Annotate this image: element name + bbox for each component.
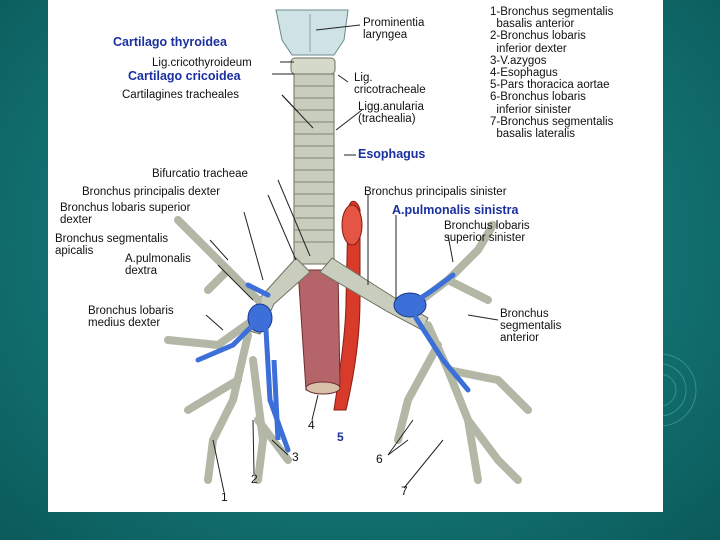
- label-bronchus-segmentalis-anterior: Bronchus segmentalis anterior: [500, 308, 562, 344]
- label-lig-cricothyroideum: Lig.cricothyroideum: [152, 57, 252, 69]
- label-esophagus: Esophagus: [358, 147, 426, 161]
- label-bronchus-lobaris-medius-dexter: Bronchus lobaris medius dexter: [88, 305, 174, 329]
- label-bronchus-lobaris-superior-sinister: Bronchus lobaris superior sinister: [444, 220, 530, 244]
- left-bronchial-branches: [394, 221, 532, 484]
- bronchial-tree-illustration: [164, 9, 532, 493]
- right-bronchial-branches: [164, 216, 292, 484]
- legend-item: 7-Bronchus segmentalis basalis lateralis: [490, 115, 614, 141]
- number-5: 5: [337, 430, 344, 444]
- label-lig-cricotracheale: Lig. cricotracheale: [354, 72, 426, 96]
- aorta: [333, 200, 361, 411]
- diagram-panel: Prominentia laryngea Cartilago thyroidea…: [48, 0, 663, 512]
- leader-lines: [205, 24, 499, 493]
- label-cartilago-cricoidea: Cartilago cricoidea: [128, 69, 241, 83]
- label-cartilago-thyroidea: Cartilago thyroidea: [113, 35, 227, 49]
- number-4: 4: [308, 418, 315, 432]
- tracheal-rings: [294, 85, 334, 243]
- number-3: 3: [292, 450, 299, 464]
- legend-item: 2-Bronchus lobaris inferior dexter: [490, 30, 586, 55]
- pulmonary-artery-branches: [195, 272, 471, 453]
- thyroid-cartilage: [275, 9, 349, 56]
- label-bronchus-segmentalis-apicalis: Bronchus segmentalis apicalis: [55, 233, 169, 257]
- label-a-pulmonalis-sinistra: A.pulmonalis sinistra: [392, 203, 519, 217]
- label-prominentia-laryngea: Prominentia laryngea: [363, 17, 425, 41]
- legend: 1-Bronchus segmentalis basalis anterior …: [490, 6, 613, 140]
- cricoid-cartilage: [290, 57, 336, 75]
- esophagus: [297, 269, 341, 391]
- number-7: 7: [401, 484, 408, 498]
- label-bronchus-lobaris-superior-dexter: Bronchus lobaris superior dexter: [60, 202, 191, 226]
- label-cartilagines-tracheales: Cartilagines tracheales: [122, 89, 239, 101]
- label-ligg-anularia: Ligg.anularia (trachealia): [358, 101, 424, 125]
- number-1: 1: [221, 490, 228, 504]
- legend-item: 1-Bronchus segmentalis basalis anterior: [490, 6, 614, 31]
- legend-item: 3-V.azygos: [490, 54, 547, 67]
- label-bifurcatio-tracheae: Bifurcatio tracheae: [152, 168, 248, 180]
- legend-item: 4-Esophagus: [490, 67, 558, 80]
- legend-item: 5-Pars thoracica aortae: [490, 79, 610, 92]
- label-a-pulmonalis-dextra: A.pulmonalis dextra: [125, 253, 191, 277]
- number-6: 6: [376, 452, 383, 466]
- label-bronchus-principalis-dexter: Bronchus principalis dexter: [82, 186, 221, 198]
- azygos-vein: [271, 359, 281, 441]
- trachea: [293, 73, 335, 265]
- legend-item: 6-Bronchus lobaris inferior sinister: [490, 91, 586, 116]
- number-2: 2: [251, 472, 258, 486]
- label-bronchus-principalis-sinister: Bronchus principalis sinister: [364, 186, 507, 198]
